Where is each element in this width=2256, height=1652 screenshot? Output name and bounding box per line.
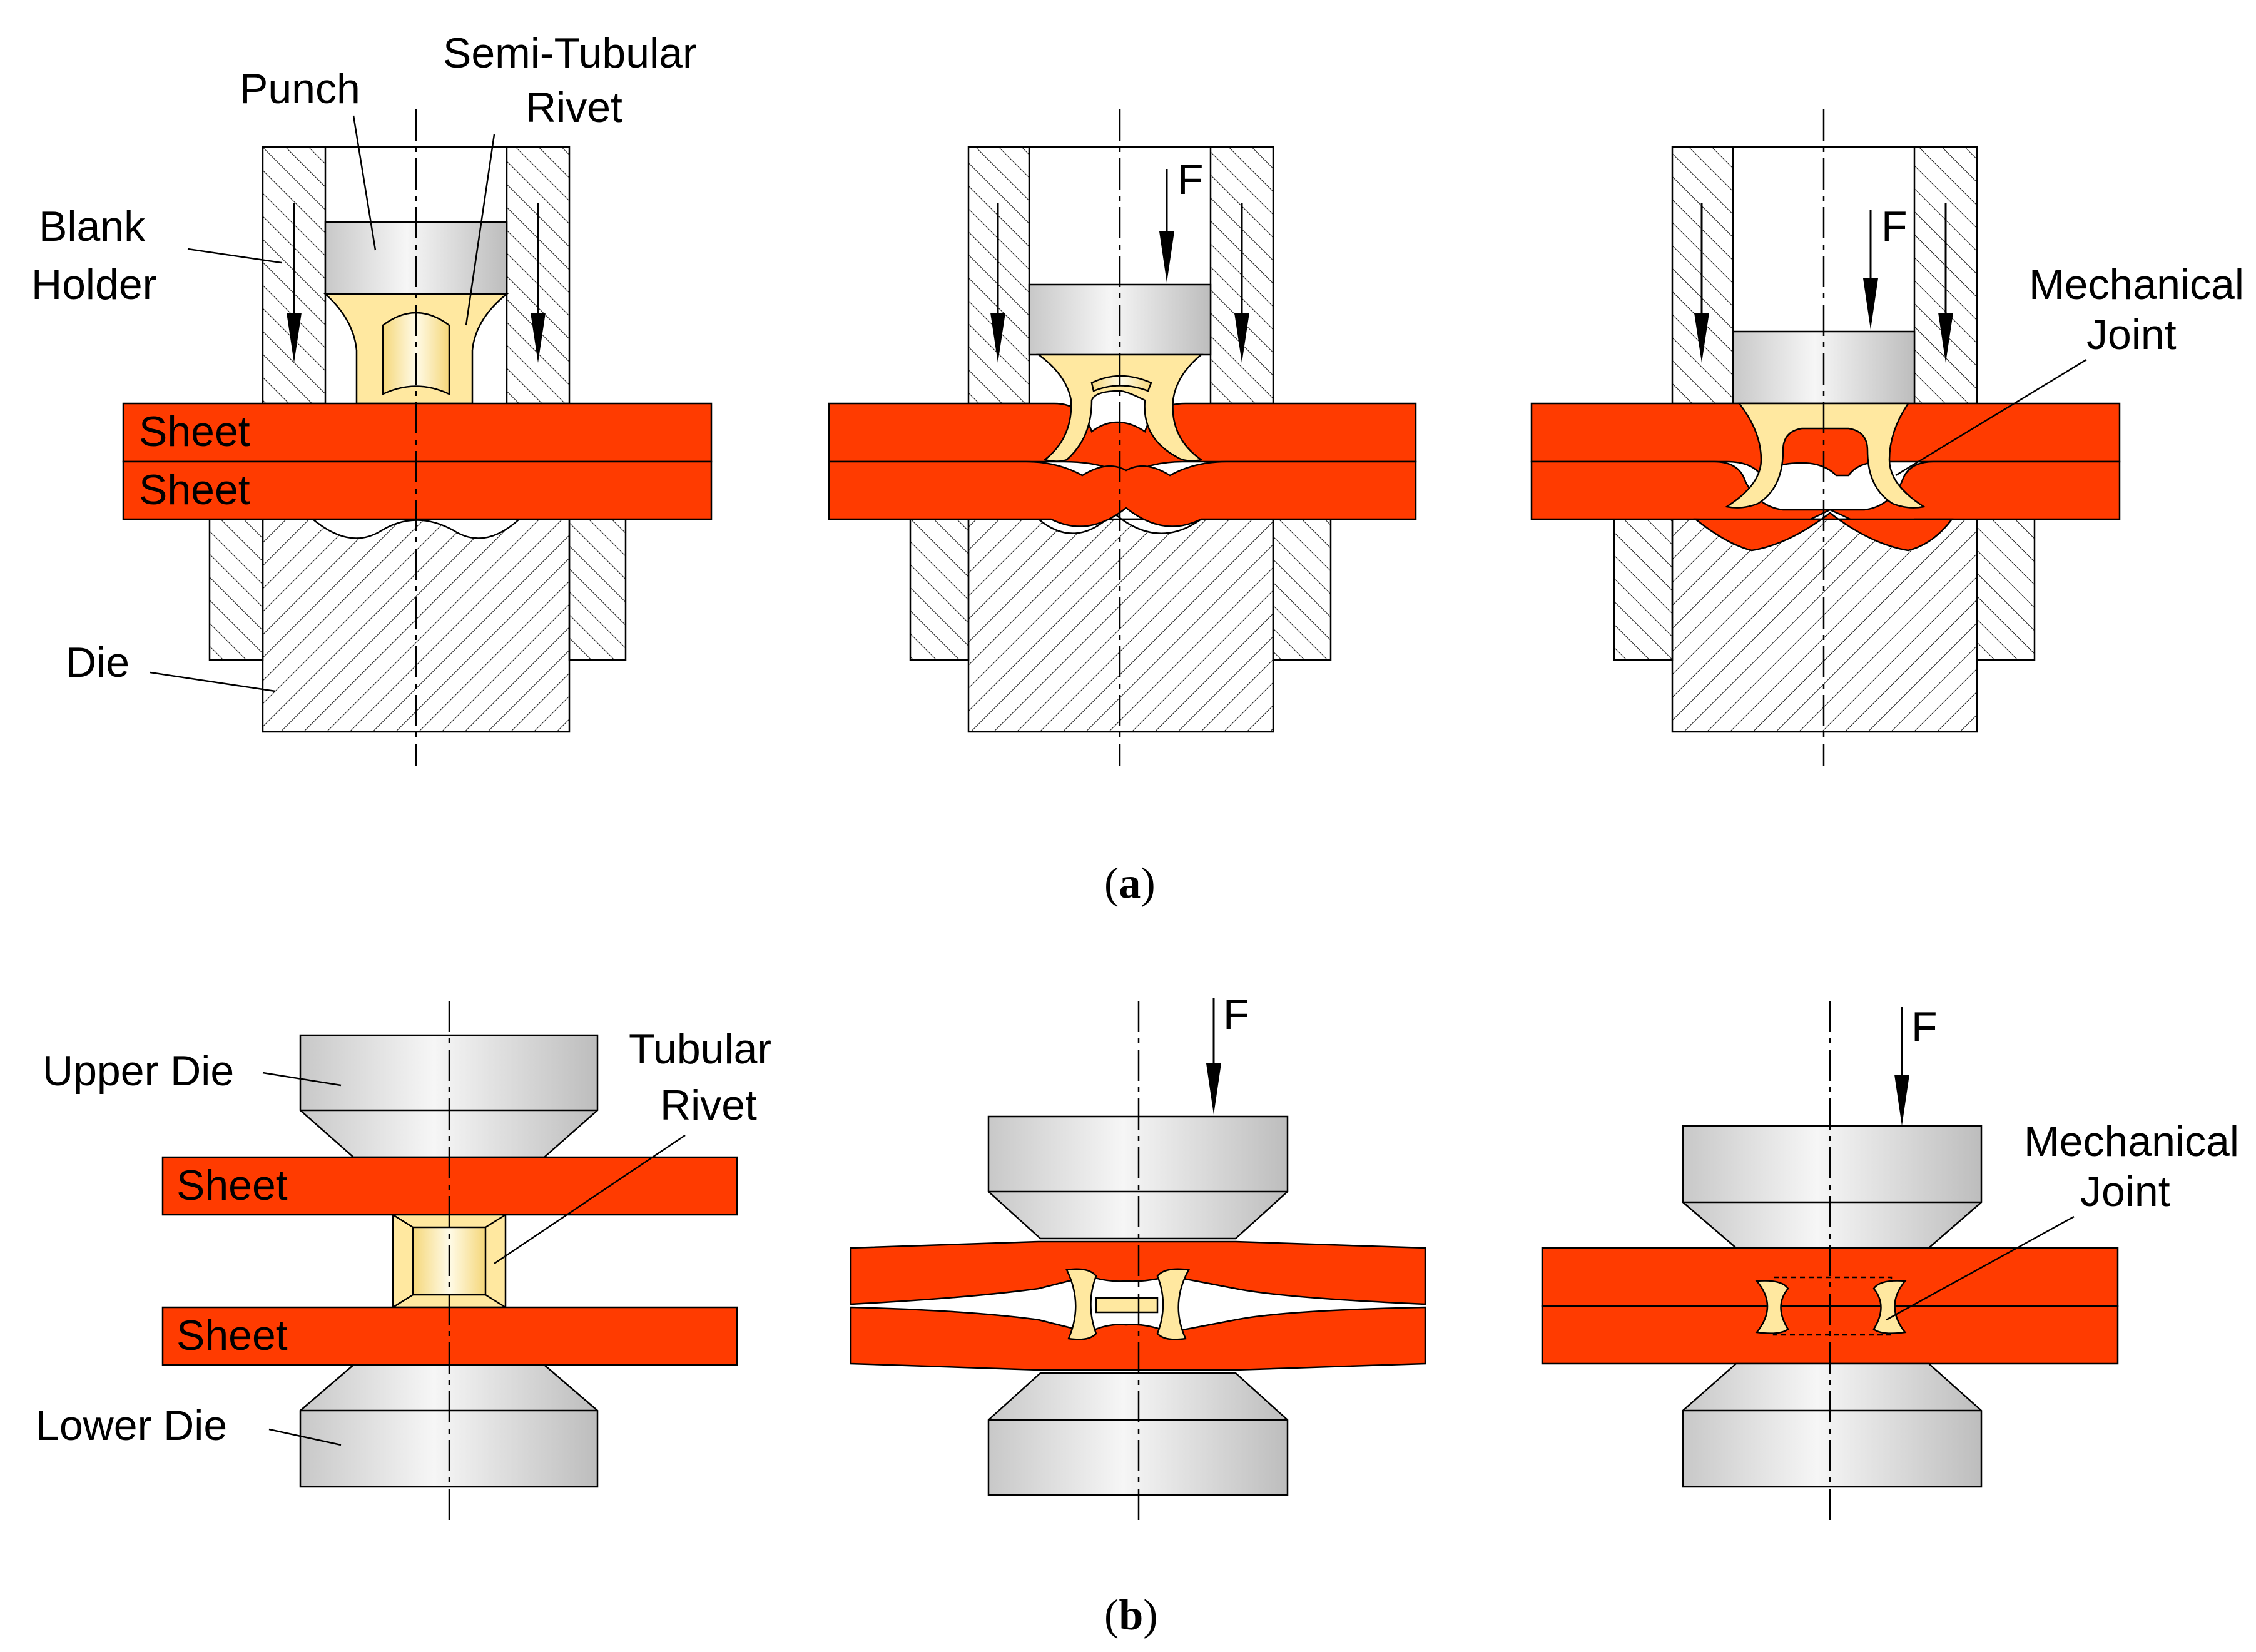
rivet-right <box>1872 1280 1907 1334</box>
sheet-bottom-deformed <box>828 460 1417 527</box>
rivet-corner-tr <box>485 1214 506 1229</box>
sheet-bottom-deformed <box>850 1306 1426 1371</box>
leader-tubular-rivet <box>494 1134 686 1265</box>
die-ring-right <box>568 518 627 661</box>
leader-blank-holder <box>187 248 282 264</box>
upper-die <box>1682 1125 1983 1249</box>
caption-b: (b) <box>1104 1591 1158 1639</box>
label-sheet-2: Sheet <box>139 466 250 514</box>
label-rivet: Rivet <box>526 84 622 131</box>
label-sheet-1: Sheet <box>176 1162 288 1209</box>
force-arrow <box>1159 169 1174 283</box>
label-force: F <box>1177 156 1204 203</box>
rivet-left <box>1065 1268 1097 1340</box>
mechanical-joint-rivet <box>1724 402 1926 509</box>
label-die: Die <box>66 639 130 686</box>
sheet-top <box>122 402 713 463</box>
leader-upper-die <box>262 1072 342 1087</box>
panel-b1: Upper Die Tubular Rivet Sheet Sheet Lowe… <box>36 1001 771 1521</box>
sheet-bottom <box>122 460 713 520</box>
label-punch: Punch <box>240 65 360 113</box>
label-upper-die: Upper Die <box>43 1047 234 1095</box>
leader-mechanical-joint <box>1895 358 2087 477</box>
leader-punch <box>352 115 377 251</box>
die-body <box>1671 518 1978 733</box>
label-force: F <box>1881 203 1908 250</box>
rivet-bore <box>1090 375 1152 392</box>
die-ring-left <box>909 518 970 661</box>
die-ring-left <box>208 518 264 661</box>
force-arrow <box>1894 1007 1909 1126</box>
label-force: F <box>1911 1003 1938 1051</box>
panel-a1: Punch Semi-Tubular Rivet Blank Holder Sh… <box>31 29 713 766</box>
panel-b2: F <box>850 991 1426 1521</box>
die-cavity <box>310 518 522 539</box>
sheet-joint-lower <box>1693 512 1954 552</box>
panel-a3: F Mechanical Joint <box>1530 109 2244 766</box>
down-arrow-right <box>531 203 546 363</box>
leader-rivet <box>465 134 495 326</box>
label-lower-die: Lower Die <box>36 1402 227 1449</box>
label-sheet-2: Sheet <box>176 1312 288 1359</box>
label-joint: Joint <box>2080 1168 2170 1215</box>
panel-a2: F <box>828 109 1417 766</box>
lower-die <box>1682 1362 1983 1488</box>
label-sheet-1: Sheet <box>139 408 250 455</box>
sheet-top-deformed <box>1530 402 2121 477</box>
caption-a: (a) <box>1104 859 1156 908</box>
rivet-left <box>1755 1280 1789 1334</box>
label-tubular: Tubular <box>629 1025 771 1073</box>
label-semi-tubular: Semi-Tubular <box>443 29 697 77</box>
label-tubular-rivet: Rivet <box>660 1082 757 1129</box>
die-ring-right <box>1976 518 2036 661</box>
down-arrow-left <box>990 203 1005 363</box>
label-joint: Joint <box>2086 311 2177 358</box>
down-arrow-left <box>287 203 302 363</box>
down-arrow-left <box>1694 203 1709 363</box>
label-holder: Holder <box>31 261 156 308</box>
label-mechanical: Mechanical <box>2029 261 2244 308</box>
leader-mechanical-joint <box>1886 1215 2075 1321</box>
rivet-web <box>1095 1297 1159 1314</box>
die-ring-right <box>1272 518 1332 661</box>
label-mechanical: Mechanical <box>2024 1118 2239 1165</box>
rivet-corner-tl <box>392 1214 414 1229</box>
label-blank: Blank <box>39 203 146 250</box>
leader-lower-die <box>268 1428 342 1446</box>
panel-b3: F Mechanical Joint <box>1541 1001 2239 1521</box>
rivet-corner-bl <box>392 1294 414 1309</box>
down-arrow-right <box>1234 203 1249 363</box>
force-arrow <box>1206 998 1221 1115</box>
die-body <box>967 518 1274 733</box>
leader-die <box>150 671 276 692</box>
force-arrow <box>1863 210 1878 330</box>
die-ring-left <box>1613 518 1674 661</box>
rivet-right <box>1156 1268 1190 1340</box>
label-force: F <box>1223 991 1249 1038</box>
rivet-corner-br <box>485 1294 506 1309</box>
down-arrow-right <box>1938 203 1953 363</box>
